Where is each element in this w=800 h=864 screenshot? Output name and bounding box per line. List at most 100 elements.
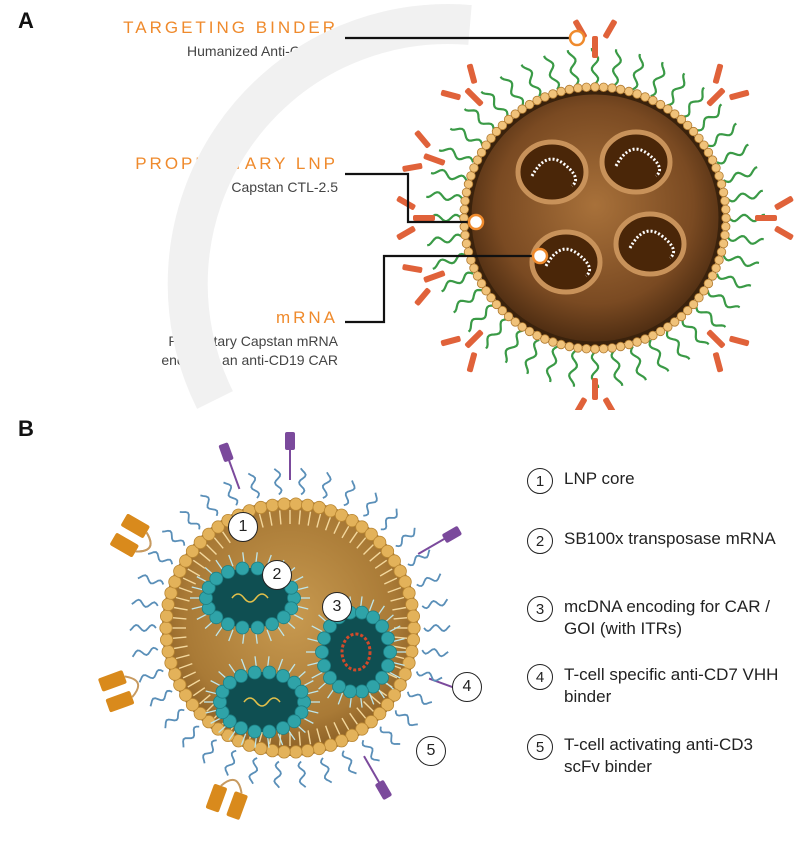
lipid-head bbox=[721, 204, 731, 215]
lipid-head bbox=[720, 230, 730, 240]
peg-wave bbox=[247, 472, 260, 499]
lipid-tail bbox=[279, 510, 282, 525]
lipid-tail bbox=[379, 568, 393, 577]
lipid-head bbox=[355, 722, 369, 736]
peg-chain bbox=[707, 122, 737, 148]
lipid-head bbox=[334, 508, 349, 522]
peg-wave bbox=[248, 757, 259, 785]
cluster-head bbox=[276, 721, 290, 735]
cluster-head bbox=[315, 645, 329, 659]
cluster-tail bbox=[296, 586, 309, 591]
peg-wave bbox=[202, 739, 217, 764]
cluster-head bbox=[234, 669, 248, 683]
lipid-head bbox=[289, 745, 303, 759]
legend-item-5: 5 T-cell activating anti-CD3 scFv binder bbox=[527, 734, 789, 778]
lipid-head bbox=[277, 497, 291, 511]
lipid-head bbox=[663, 322, 673, 332]
lipid-head bbox=[556, 86, 566, 97]
peg-wave bbox=[361, 739, 380, 762]
lipid-head bbox=[402, 656, 416, 670]
peg-chain bbox=[611, 49, 622, 87]
cluster-head bbox=[287, 714, 302, 729]
cluster-head bbox=[375, 619, 389, 634]
cluster-tail bbox=[307, 661, 320, 667]
lipid-head bbox=[405, 597, 419, 612]
lipid-tail bbox=[390, 596, 405, 602]
lipid-head bbox=[711, 263, 721, 273]
lipid-head bbox=[497, 120, 508, 131]
lipid-tail bbox=[298, 510, 301, 525]
anti-cd8-antibodies bbox=[396, 19, 794, 410]
lipid-tail bbox=[392, 606, 407, 611]
lipid-head bbox=[398, 575, 412, 589]
cluster-tail bbox=[205, 690, 218, 695]
lipid-head bbox=[624, 86, 634, 97]
lipid-head bbox=[615, 341, 626, 352]
legend-item-2: 2 SB100x transposase mRNA bbox=[527, 528, 776, 554]
lipid-head bbox=[714, 171, 724, 181]
peg-chain bbox=[467, 304, 494, 333]
peg-chain bbox=[426, 233, 464, 247]
lipid-head bbox=[699, 286, 709, 296]
cluster-tail bbox=[277, 733, 284, 746]
lipid-head bbox=[694, 293, 704, 303]
lipid-head bbox=[463, 179, 474, 189]
mrna-strand bbox=[231, 593, 269, 603]
cluster-head bbox=[294, 684, 309, 699]
lipid-head bbox=[289, 497, 303, 511]
peg-chain bbox=[568, 349, 579, 387]
cluster-head bbox=[247, 724, 262, 739]
legend-text-1: LNP core bbox=[564, 469, 635, 488]
legend-num-3: 3 bbox=[527, 596, 553, 622]
peg-chain bbox=[520, 64, 542, 97]
peg-chain bbox=[463, 108, 495, 131]
peg-chain bbox=[632, 53, 645, 91]
lipid-head bbox=[254, 500, 268, 515]
peg-wave bbox=[394, 710, 418, 727]
peg-waves-b bbox=[129, 467, 451, 789]
peg-chain bbox=[695, 305, 727, 328]
cluster-head bbox=[317, 631, 332, 646]
cluster-head bbox=[276, 669, 290, 683]
lipid-tail bbox=[182, 671, 196, 679]
lipid-head bbox=[510, 109, 521, 119]
mrna-strand bbox=[530, 157, 578, 188]
lipid-head bbox=[345, 728, 359, 742]
cluster-head bbox=[262, 724, 277, 739]
legend-text-3: mcDNA encoding for CAR / GOI (with ITRs) bbox=[564, 597, 770, 638]
lipid-head bbox=[598, 344, 609, 354]
peg-chain bbox=[681, 319, 710, 346]
lipid-tail bbox=[192, 559, 206, 569]
peg-wave bbox=[415, 671, 443, 682]
peg-wave bbox=[407, 549, 431, 567]
vesicle bbox=[613, 211, 687, 277]
lipid-head bbox=[590, 344, 600, 354]
callout-2: 2 bbox=[262, 560, 292, 590]
lipid-head bbox=[517, 322, 527, 332]
peg-chain bbox=[426, 191, 464, 202]
lipid-head bbox=[503, 114, 514, 125]
peg-wave bbox=[138, 669, 164, 683]
lipid-head bbox=[160, 633, 174, 647]
label-lnp-sub: Capstan CTL-2.5 bbox=[231, 179, 338, 195]
peg-wave bbox=[320, 757, 333, 784]
lipid-tail bbox=[333, 520, 341, 534]
cluster-tail bbox=[292, 613, 304, 620]
lipid-head bbox=[300, 744, 315, 758]
lipid-head bbox=[640, 334, 650, 344]
cluster-head bbox=[323, 670, 337, 685]
lipid-tail bbox=[393, 636, 408, 639]
antibody-icon bbox=[755, 196, 794, 240]
lipid-head bbox=[632, 337, 642, 347]
lipid-head bbox=[407, 621, 421, 635]
cluster-tail bbox=[196, 576, 208, 583]
cluster-tail bbox=[191, 586, 204, 591]
lipid-tail bbox=[333, 722, 341, 736]
lipid-tail bbox=[392, 645, 407, 650]
cluster-tail bbox=[277, 658, 284, 671]
cluster-head bbox=[294, 705, 309, 720]
lipid-tail bbox=[374, 559, 388, 569]
lipid-head bbox=[540, 334, 550, 344]
lipid-head bbox=[312, 741, 326, 756]
lipid-shell-b bbox=[159, 497, 421, 759]
